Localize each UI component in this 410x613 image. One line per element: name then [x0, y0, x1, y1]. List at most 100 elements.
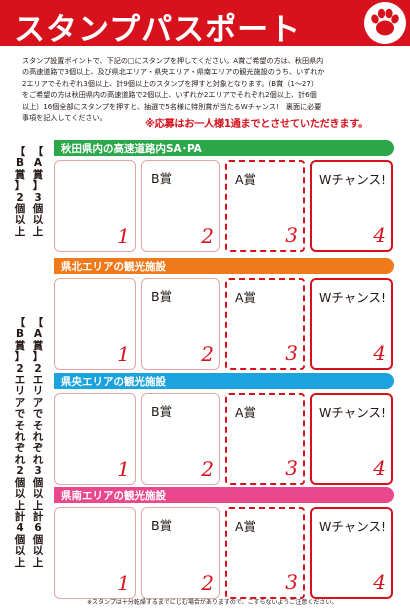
stamp-box-1: 1	[54, 160, 136, 252]
stamp-boxes: 1 B賞 2 A賞 3 Wチャンス! 4	[54, 278, 394, 370]
side-label-char: 以	[14, 488, 26, 501]
side-label-char: 【	[14, 146, 26, 158]
stamp-number: 3	[285, 570, 298, 594]
side-label-char: 【	[32, 317, 44, 329]
side-label-char: 個	[14, 533, 26, 546]
side-label-char: れ	[14, 431, 26, 444]
side-label-char: 個	[32, 533, 44, 546]
side-label-char: ぞ	[14, 442, 26, 455]
prize-label-b: B賞	[151, 518, 173, 533]
side-label-char: 】	[32, 351, 44, 364]
side-label-char: で	[14, 408, 26, 421]
side-label-char: 計	[14, 510, 26, 523]
side-label-char: B	[15, 157, 24, 170]
prize-label-w-chance: Wチャンス!	[319, 405, 386, 420]
side-label-char: 2	[16, 465, 24, 478]
stamp-box-1: 1	[54, 393, 136, 485]
side-label-char: 以	[14, 214, 26, 227]
stamp-number: 3	[285, 341, 298, 365]
stamp-number: 1	[117, 571, 130, 595]
stamp-number: 4	[373, 223, 386, 247]
side-label-char: A	[33, 328, 43, 341]
stamp-number: 4	[373, 456, 386, 480]
side-label-char: リ	[32, 385, 44, 398]
side-label-char: 以	[32, 214, 44, 227]
side-label-char: そ	[14, 419, 26, 432]
stamp-box-2: B賞 2	[141, 507, 220, 599]
side-label-char: そ	[32, 419, 44, 432]
side-label-char: 【	[14, 317, 26, 329]
side-label-char: 6	[34, 522, 42, 535]
stamp-number: 2	[201, 224, 214, 248]
side-label-char: 個	[14, 203, 26, 216]
section-header: 県北エリアの観光施設	[54, 258, 394, 274]
instructions: スタンプ設置ポイントで、下記の□にスタンプを押してください。A賞ご希望の方は、秋…	[22, 55, 398, 123]
header-bar: スタンプパスポート	[0, 0, 410, 48]
entry-limit-notice: ※応募はお一人様1通までとさせていただきます。	[145, 119, 369, 130]
side-label-char: 3	[34, 465, 42, 478]
side-label-char: 上	[14, 499, 26, 512]
side-label-char: ぞ	[32, 442, 44, 455]
stamp-number: 2	[201, 342, 214, 366]
stamp-number: 4	[373, 341, 386, 365]
side-label-char: 2	[16, 362, 24, 375]
stamp-number: 4	[373, 570, 386, 594]
section-title: 県北エリアの観光施設	[61, 261, 166, 273]
stamp-number: 1	[117, 342, 130, 366]
side-label-char: B	[15, 328, 24, 341]
side-label-char: 個	[14, 476, 26, 489]
side-label-char: 4	[16, 522, 24, 535]
prize-label-w-chance: Wチャンス!	[319, 290, 386, 305]
prize-label-a: A賞	[235, 519, 257, 534]
stamp-number: 2	[201, 571, 214, 595]
instructions-line: 以上）16個全部にスタンプを押すと、抽選で5名様に特別賞が当たるWチャンス! 裏…	[22, 101, 322, 111]
side-label-char: 【	[32, 146, 44, 158]
stamp-number: 1	[117, 457, 130, 481]
stamp-box-4: Wチャンス!4	[310, 160, 393, 252]
stamp-box-3: A賞 3	[225, 278, 305, 370]
side-label-char: 賞	[32, 339, 44, 352]
side-label-char: で	[32, 408, 44, 421]
paw-print-icon	[364, 2, 406, 44]
side-label-char: 上	[32, 225, 44, 238]
stamp-box-2: B賞 2	[141, 160, 220, 252]
side-label-char: 上	[32, 499, 44, 512]
side-label-char: 2	[34, 362, 42, 375]
side-label-char: ア	[14, 396, 26, 409]
section-kennan-area: 県南エリアの観光施設 1 B賞 2 A賞 3 Wチャンス!4	[54, 487, 394, 599]
section-title: 県央エリアの観光施設	[61, 376, 166, 388]
instructions-line: 2エリアでそれぞれ3個以上、計9個以上のスタンプを押すと対象となります。(B賞（…	[22, 78, 319, 88]
side-label-char: 2	[16, 191, 24, 204]
stamp-number: 3	[285, 223, 298, 247]
side-label-char: エ	[14, 374, 26, 387]
stamp-box-1: 1	[54, 278, 136, 370]
section-title: 県南エリアの観光施設	[61, 490, 166, 502]
side-label-char: 上	[14, 225, 26, 238]
stamp-number: 2	[201, 457, 214, 481]
section-header: 県央エリアの観光施設	[54, 373, 394, 389]
stamp-box-4: Wチャンス! 4	[310, 278, 393, 370]
side-label-char: れ	[14, 453, 26, 466]
stamp-number: 3	[285, 456, 298, 480]
prize-label-b: B賞	[151, 289, 173, 304]
footnote: ※スタンプは十分乾燥するまでにじむ場合がありますので、こすらないようご注意くださ…	[87, 599, 338, 606]
instructions-line: スタンプ設置ポイントで、下記の□にスタンプを押してください。A賞ご希望の方は、秋…	[22, 56, 324, 65]
side-label-char: 賞	[14, 168, 26, 181]
section-kenpoku-area: 県北エリアの観光施設 1 B賞 2 A賞 3 Wチャンス! 4	[54, 258, 394, 370]
prize-label-b: B賞	[151, 171, 173, 186]
section-title: 秋田県内の高速道路内SA･PA	[61, 143, 202, 155]
side-label-char: れ	[32, 453, 44, 466]
instructions-line: をご希望の方は秋田県内の高速道路で2個以上、いずれか2エリアでそれぞれ2個以上、…	[22, 90, 317, 100]
stamp-box-4: Wチャンス!4	[310, 507, 393, 599]
side-label-char: 賞	[14, 339, 26, 352]
side-label-char: 個	[32, 203, 44, 216]
prize-label-a: A賞	[235, 290, 257, 305]
side-label-char: ア	[32, 396, 44, 409]
